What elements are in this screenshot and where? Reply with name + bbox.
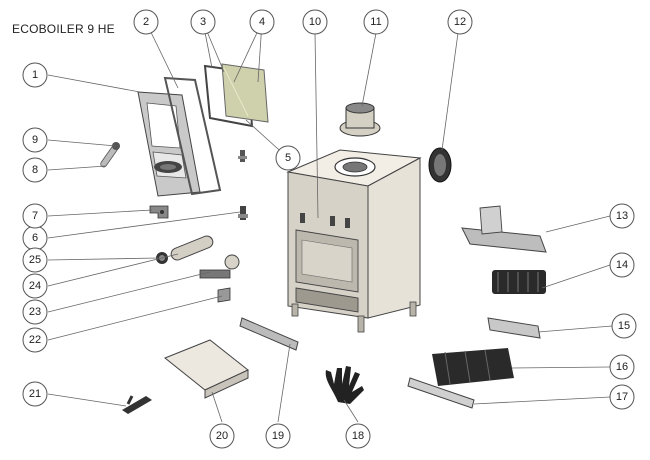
callout-number: 23 (29, 306, 41, 318)
callout-circle (209, 423, 235, 449)
callout-1: 1 (22, 62, 48, 88)
callout-9: 9 (22, 127, 48, 153)
callout-number: 20 (216, 430, 228, 442)
part-blanking-plate (428, 147, 452, 183)
callout-circle (22, 273, 48, 299)
callout-number: 25 (29, 254, 41, 266)
part-tube (170, 235, 214, 261)
callout-circle (345, 423, 371, 449)
callout-number: 13 (616, 210, 628, 222)
callout-circle (249, 9, 275, 35)
part-grate-rail (487, 317, 541, 339)
callout-number: 22 (29, 334, 41, 346)
callout-number: 18 (352, 430, 364, 442)
callout-circle (275, 145, 301, 171)
callout-circle (22, 327, 48, 353)
callout-circle (609, 384, 635, 410)
callout-circle (22, 247, 48, 273)
callout-number: 19 (272, 430, 284, 442)
part-flue-collar (339, 102, 381, 137)
callout-circle (609, 203, 635, 229)
callout-12: 12 (447, 9, 473, 35)
callout-6: 6 (22, 225, 48, 251)
callout-number: 10 (309, 16, 321, 28)
callout-number: 3 (200, 16, 206, 28)
callout-number: 14 (616, 259, 628, 271)
part-stove-body (286, 149, 422, 333)
callout-21: 21 (22, 381, 48, 407)
callout-number: 1 (32, 69, 38, 81)
part-air-control-bracket (217, 287, 231, 303)
callout-3: 3 (190, 9, 216, 35)
callout-2: 2 (133, 9, 159, 35)
callout-13: 13 (609, 203, 635, 229)
callout-7: 7 (22, 203, 48, 229)
callout-number: 15 (618, 320, 630, 332)
callout-14: 14 (609, 252, 635, 278)
callout-circle (265, 423, 291, 449)
callout-17: 17 (609, 384, 635, 410)
part-glass-panel (221, 63, 269, 123)
part-baffle-plate (461, 205, 547, 253)
callout-circle (22, 127, 48, 153)
callout-circle (22, 299, 48, 325)
part-stove-glove (325, 366, 364, 404)
part-glass-clip (238, 150, 247, 162)
callout-number: 5 (285, 152, 291, 164)
part-handle-fitting (238, 206, 248, 220)
callout-number: 21 (29, 388, 41, 400)
diagram-title: ECOBOILER 9 HE (12, 22, 115, 36)
callout-5: 5 (275, 145, 301, 171)
callout-number: 2 (143, 16, 149, 28)
callout-number: 12 (454, 16, 466, 28)
part-riddling-tool (122, 395, 152, 414)
callout-circle (22, 381, 48, 407)
part-door-seal (163, 76, 222, 196)
callout-number: 8 (32, 164, 38, 176)
part-bottom-bar (407, 377, 475, 409)
leader-lines (47, 21, 613, 423)
callout-24: 24 (22, 273, 48, 299)
callout-circle (609, 252, 635, 278)
callout-19: 19 (265, 423, 291, 449)
callout-circle (190, 9, 216, 35)
callout-circle (22, 62, 48, 88)
callout-number: 7 (32, 210, 38, 222)
callout-number: 11 (370, 16, 381, 28)
callout-number: 4 (259, 16, 265, 28)
callout-circle (133, 9, 159, 35)
callout-number: 6 (32, 232, 38, 244)
callout-25: 25 (22, 247, 48, 273)
callout-8: 8 (22, 157, 48, 183)
part-grate (432, 348, 514, 386)
callout-20: 20 (209, 423, 235, 449)
part-latch-bracket (149, 205, 169, 219)
callout-22: 22 (22, 327, 48, 353)
callout-23: 23 (22, 299, 48, 325)
callout-10: 10 (302, 9, 328, 35)
callout-circle (611, 313, 637, 339)
callout-number: 16 (616, 361, 628, 373)
callout-11: 11 (363, 9, 389, 35)
callout-15: 15 (611, 313, 637, 339)
callout-circle (447, 9, 473, 35)
callout-number: 9 (32, 134, 38, 146)
callout-circle (363, 9, 389, 35)
callout-circle (22, 157, 48, 183)
callout-number: 17 (616, 391, 628, 403)
callout-circle (302, 9, 328, 35)
part-door-frame (137, 91, 201, 197)
part-ash-pan (164, 339, 249, 399)
part-tool-holder (239, 317, 299, 351)
callout-circle (22, 203, 48, 229)
part-air-control-slider (199, 254, 240, 279)
callout-16: 16 (609, 354, 635, 380)
callout-18: 18 (345, 423, 371, 449)
callout-number: 24 (29, 280, 41, 292)
callout-circle (609, 354, 635, 380)
part-grate-bars (492, 270, 546, 294)
callout-4: 4 (249, 9, 275, 35)
